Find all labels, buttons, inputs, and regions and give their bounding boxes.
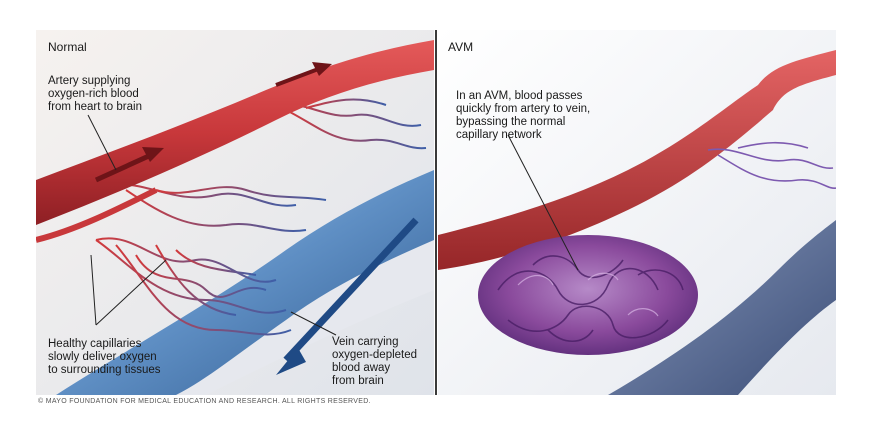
copyright-notice: © MAYO FOUNDATION FOR MEDICAL EDUCATION … (38, 398, 371, 405)
vein-flow-arrow (283, 217, 419, 363)
avm-artery-vessel (438, 50, 836, 270)
vein-label: Vein carrying oxygen-depleted blood away… (332, 336, 418, 387)
avm-capillary-network (707, 141, 836, 189)
vein-vessel (56, 170, 434, 395)
artery-vessel (36, 40, 434, 225)
avm-tangle (478, 235, 698, 355)
avm-vein-vessel (608, 220, 836, 395)
vein-arrowhead (276, 348, 306, 375)
artery-flow-arrow-upper (275, 66, 322, 87)
artery-arrowhead-upper (312, 62, 332, 76)
avm-description-label: In an AVM, blood passes quickly from art… (456, 90, 591, 141)
vein-pointer-line (290, 311, 337, 336)
avm-panel: AVM In an AVM, blood passes quickly from… (438, 30, 836, 395)
artery-label: Artery supplying oxygen-rich blood from … (48, 75, 142, 113)
normal-heading: Normal (48, 40, 87, 54)
normal-panel: Normal Artery supplying oxygen-rich bloo… (36, 30, 434, 395)
normal-illustration (36, 30, 434, 395)
capillaries-label: Healthy capillaries slowly deliver oxyge… (48, 338, 161, 376)
artery-flow-arrow (94, 152, 153, 183)
artery-arrowhead (142, 147, 164, 162)
capillary-network (95, 98, 427, 336)
capillary-pointer-line (90, 254, 167, 326)
avm-heading: AVM (448, 40, 474, 54)
artery-branch (36, 187, 158, 243)
avm-illustration (438, 30, 836, 395)
artery-pointer-line (87, 114, 117, 171)
avm-pointer-line (507, 134, 579, 271)
panel-divider (435, 30, 437, 395)
